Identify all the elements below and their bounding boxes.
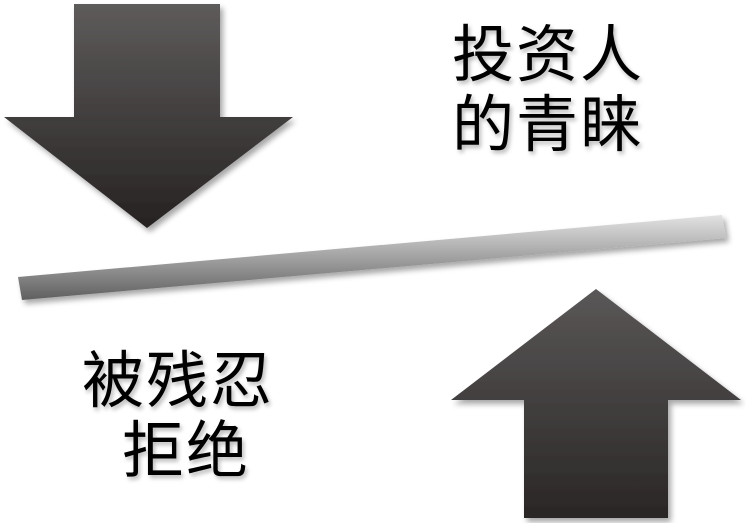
balance-beam bbox=[18, 215, 726, 300]
investor-favor-label: 投资人 的青睐 bbox=[452, 20, 644, 160]
up-arrow-icon bbox=[451, 289, 741, 518]
rejected-label: 被残忍 拒绝 bbox=[82, 346, 274, 486]
rejected-line-1: 被残忍 bbox=[82, 344, 275, 417]
investor-favor-line-1: 投资人 bbox=[452, 18, 645, 91]
rejected-line-2: 拒绝 bbox=[122, 414, 251, 487]
down-arrow-icon bbox=[4, 4, 293, 228]
investor-favor-line-2: 的青睐 bbox=[452, 88, 645, 161]
